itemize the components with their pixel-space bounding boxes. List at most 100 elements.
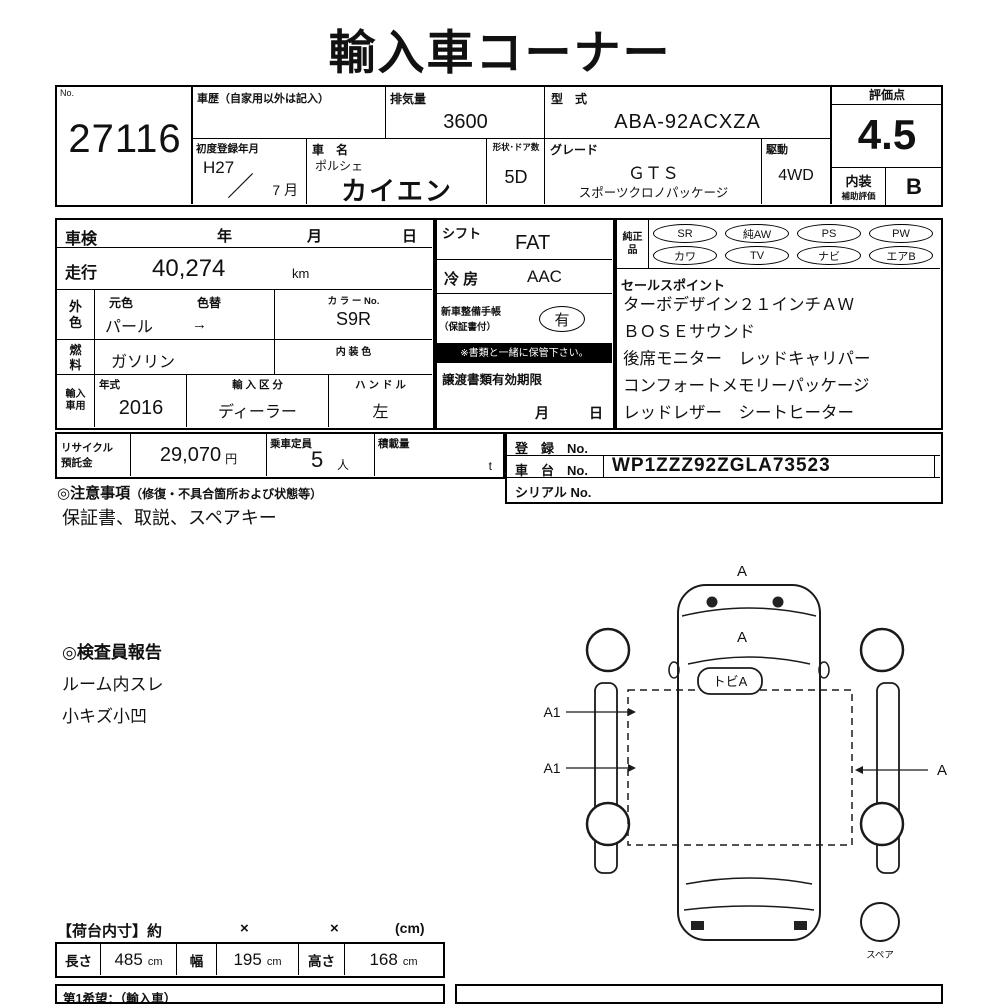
side-panel-right — [876, 682, 900, 874]
windshield-line — [687, 656, 811, 665]
length-value-cell: 485 cm — [101, 944, 177, 975]
width-value-cell: 195 cm — [217, 944, 299, 975]
import-header: 輸入 車用 — [57, 375, 95, 427]
maintenance-sub: （保証書付） — [439, 322, 497, 333]
wheel-front-left — [585, 627, 631, 673]
car-name-label: 車 名 — [312, 143, 349, 157]
seat-capacity-cell: 乗車定員 5 人 — [267, 434, 375, 476]
taillight-right — [794, 921, 807, 930]
mark-a1-lower: A1 — [543, 760, 560, 776]
mirror-left — [668, 661, 680, 679]
roof-dashed-area — [627, 689, 853, 846]
dims-x1: × — [240, 920, 249, 937]
page-title: 輸入車コーナー — [328, 26, 672, 79]
recycle-unit: 円 — [225, 451, 238, 466]
spec-table: 車検 年 月 日 走行 40,274 km 外 色 元色 色替 パール → カ … — [55, 218, 435, 430]
inspector-line: 小キズ小凹 — [62, 707, 147, 726]
dims-unit-note: (cm) — [395, 920, 425, 936]
option-navi-label: ナビ — [818, 250, 840, 263]
evaluation-cell: 評価点 4.5 内装 補助評価 B — [830, 87, 942, 205]
option-navi: ナビ — [797, 246, 861, 265]
options-sales-region: 純正 品 SR 純AW PS PW カワ TV ナビ エアB セールスポイント … — [615, 218, 943, 430]
width-unit: cm — [266, 955, 282, 968]
interior-label: 内装 — [845, 173, 872, 189]
length-label: 長さ — [57, 944, 101, 975]
header-table: No. 27116 車歴（自家用以外は記入） 排気量 3600 型 式 ABA-… — [55, 85, 943, 207]
sales-point-line: 後席モニター レッドキャリパー — [623, 350, 871, 368]
car-damage-diagram: スペア トビA A A A1 A1 A — [543, 563, 947, 961]
inspector-header: ◎検査員報告 — [62, 643, 162, 662]
mileage-row: 走行 40,274 km — [57, 248, 432, 290]
first-wish-label: 第1希望：（輸入車） — [63, 992, 177, 1004]
sales-point-line: ＢＯＳＥサウンド — [623, 323, 755, 341]
factory-options-row: 純正 品 SR 純AW PS PW カワ TV ナビ エアB — [617, 220, 940, 269]
mirror-right — [818, 661, 830, 679]
serial-no-row: シリアル No. — [507, 478, 940, 501]
history-cell: 車歴（自家用以外は記入） — [193, 87, 386, 139]
ac-label: 冷 房 — [444, 271, 479, 288]
seat-value: 5 — [311, 447, 324, 472]
mark-a1-upper: A1 — [543, 704, 560, 720]
grade-value: ＧＴＳ — [628, 164, 679, 183]
recycle-label-top: リサイクル — [61, 442, 113, 454]
height-value-cell: 168 cm — [345, 944, 442, 975]
interior-color-label: 内 装 色 — [335, 347, 372, 358]
first-reg-month: 7 月 — [272, 182, 298, 198]
interior-labels: 内装 補助評価 — [832, 167, 886, 205]
mileage-label: 走行 — [65, 265, 98, 282]
recycle-header: リサイクル 預託金 — [57, 434, 131, 476]
recycle-label-bottom: 預託金 — [61, 457, 93, 469]
transfer-row: 譲渡書類有効期限 月 日 — [437, 363, 612, 427]
shape-label: 形状･ドア数 — [492, 142, 540, 152]
rear-window-line — [685, 877, 813, 885]
notes-header-sub: （修復・不具合箇所および状態等） — [130, 487, 323, 501]
lot-cell: No. 27116 — [57, 87, 193, 204]
headlight-right — [772, 596, 784, 608]
recycle-value-cell: 29,070 円 — [131, 434, 267, 476]
shift-row: シフト FAT — [437, 220, 612, 260]
first-reg-label: 初度登録年月 — [196, 143, 259, 155]
ext-color-row: 外 色 元色 色替 パール → カ ラ ー No. S9R — [57, 290, 432, 340]
wheel-front-right — [859, 627, 905, 673]
spare-wheel — [860, 902, 900, 942]
option-sr-label: SR — [677, 227, 693, 240]
rear-hatch-line — [683, 905, 815, 911]
shaken-month-label: 月 — [307, 228, 323, 245]
fuel-row: 燃 料 ガソリン 内 装 色 — [57, 340, 432, 375]
sales-points-label: セールスポイント — [621, 278, 726, 293]
color-arrow: → — [192, 316, 207, 333]
interior-eval-row: 内装 補助評価 B — [832, 166, 942, 205]
drive-label: 駆動 — [766, 144, 788, 156]
side-panel-left — [594, 682, 618, 874]
first-wish-box: 第1希望：（輸入車） — [55, 984, 445, 1004]
import-row: 輸入 車用 年式 2016 輸 入 区 分 ディーラー ハ ン ド ル 左 — [57, 375, 432, 427]
chassis-row: 車 台 No. WP1ZZZ92ZGLA73523 — [507, 455, 940, 478]
sales-point-line: レッドレザー シートヒーター — [623, 404, 854, 422]
serial-no-label: シリアル No. — [515, 485, 592, 500]
shaken-day-label: 日 — [402, 228, 418, 245]
car-name-value: カイエン — [341, 176, 453, 206]
grade-label: グレード — [550, 143, 599, 157]
ac-row: 冷 房 AAC — [437, 260, 612, 294]
recycle-value: 29,070 — [159, 443, 222, 466]
chassis-label: 車 台 No. — [515, 463, 588, 478]
color-change-label: 色替 — [197, 296, 222, 310]
wheel-rear-right — [859, 801, 905, 847]
sales-point-line: コンフォートメモリーパッケージ — [623, 377, 870, 395]
import-type-label: 輸 入 区 分 — [232, 379, 283, 391]
handle-label: ハ ン ド ル — [355, 379, 406, 391]
wheel-rear-left — [585, 801, 631, 847]
option-leather-label: カワ — [674, 250, 696, 263]
shape-value: 5D — [504, 167, 528, 187]
option-jun-aw-label: 純AW — [742, 228, 772, 241]
displacement-label: 排気量 — [390, 92, 427, 106]
model-code-label: 型 式 — [551, 92, 588, 106]
option-pw: PW — [869, 224, 933, 243]
drive-value: 4WD — [778, 167, 814, 184]
maintenance-label: 新車整備手帳 — [441, 307, 501, 318]
shaken-label: 車検 — [65, 231, 98, 248]
car-body-outline — [677, 584, 821, 941]
maintenance-value: 有 — [554, 311, 570, 329]
shape-cell: 形状･ドア数 5D — [487, 139, 545, 204]
